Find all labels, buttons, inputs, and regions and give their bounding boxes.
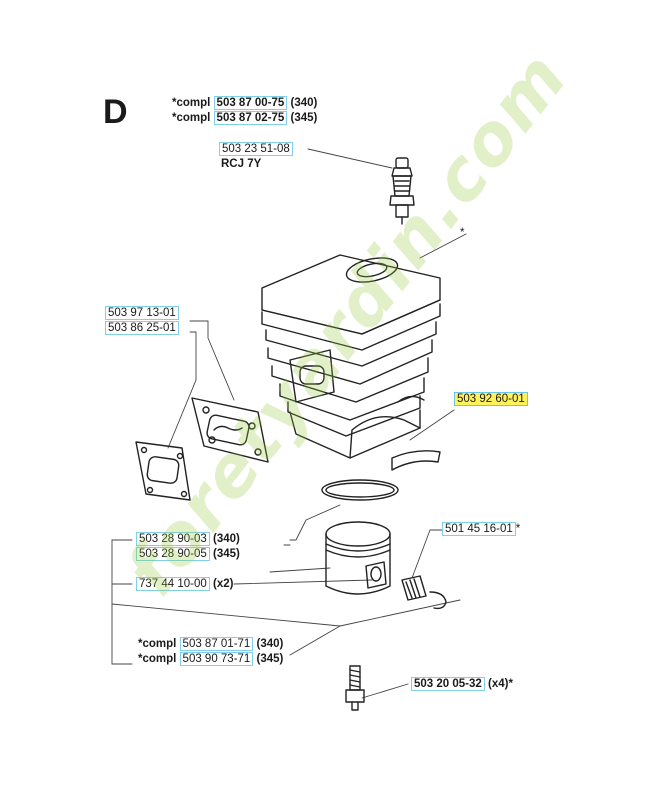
label-suffix: (345) bbox=[209, 548, 240, 560]
part-number-link[interactable]: 503 28 90-03 bbox=[136, 532, 210, 546]
piston-ring-drawing bbox=[321, 479, 399, 501]
label-suffix: (340) bbox=[287, 97, 318, 109]
piston-drawing bbox=[325, 521, 391, 595]
piston-ring-340-label: 503 28 90-03 (340) bbox=[136, 532, 240, 546]
cylinder-gasket-label: 503 92 60-01 bbox=[454, 392, 528, 406]
part-number-link[interactable]: 503 87 02-75 bbox=[213, 111, 288, 125]
cylinder-assembly-340-label: *compl 503 87 00-75 (340) bbox=[172, 96, 317, 110]
label-prefix: *compl bbox=[138, 653, 180, 665]
label-suffix: (345) bbox=[287, 112, 318, 124]
label-suffix: * bbox=[515, 523, 521, 535]
label-prefix: *compl bbox=[172, 112, 214, 124]
piston-assembly-340-label: *compl 503 87 01-71 (340) bbox=[138, 637, 283, 651]
circlip-label: 737 44 10-00 (x2) bbox=[136, 577, 233, 591]
part-number-link[interactable]: 503 86 25-01 bbox=[105, 321, 179, 335]
label-prefix: *compl bbox=[138, 638, 180, 650]
section-letter: D bbox=[103, 93, 128, 131]
part-number-link[interactable]: 503 87 01-71 bbox=[179, 637, 254, 651]
part-number-link[interactable]: 501 45 16-01 bbox=[442, 522, 516, 536]
part-number-link[interactable]: 503 23 51-08 bbox=[219, 142, 293, 156]
label-prefix: *compl bbox=[172, 97, 214, 109]
spark-plug-label: 503 23 51-08 bbox=[219, 142, 293, 156]
part-number-link[interactable]: 503 90 73-71 bbox=[179, 652, 254, 666]
piston-ring-345-label: 503 28 90-05 (345) bbox=[136, 547, 240, 561]
label-suffix: (x4)* bbox=[484, 678, 513, 690]
needle-bearing-label: 501 45 16-01* bbox=[442, 522, 520, 536]
part-number-link-highlighted[interactable]: 503 92 60-01 bbox=[454, 392, 528, 406]
label-suffix: (340) bbox=[209, 533, 240, 545]
bearing-drawing bbox=[401, 575, 447, 610]
part-number-link[interactable]: 503 20 05-32 bbox=[411, 677, 485, 691]
cylinder-screw-label: 503 20 05-32 (x4)* bbox=[411, 677, 513, 691]
part-number-link[interactable]: 737 44 10-00 bbox=[136, 577, 210, 591]
label-suffix: (x2) bbox=[209, 578, 234, 590]
leader-lines bbox=[111, 148, 467, 699]
cylinder-drawing bbox=[261, 254, 441, 459]
cylinder-assembly-345-label: *compl 503 87 02-75 (345) bbox=[172, 111, 317, 125]
label-suffix: (340) bbox=[253, 638, 284, 650]
part-number-link[interactable]: 503 97 13-01 bbox=[105, 306, 179, 320]
spark-plug-drawing bbox=[389, 157, 415, 225]
label-suffix: (345) bbox=[253, 653, 284, 665]
spark-plug-type: RCJ 7Y bbox=[221, 158, 262, 170]
cylinder-gasket-drawing bbox=[391, 450, 441, 471]
part-number-link[interactable]: 503 28 90-05 bbox=[136, 547, 210, 561]
piston-assembly-345-label: *compl 503 90 73-71 (345) bbox=[138, 652, 283, 666]
cylinder-star-marker: * bbox=[460, 227, 465, 239]
intake-gasket-b-label: 503 86 25-01 bbox=[105, 321, 179, 335]
intake-gasket-drawing bbox=[135, 397, 269, 501]
intake-gasket-a-label: 503 97 13-01 bbox=[105, 306, 179, 320]
part-number-link[interactable]: 503 87 00-75 bbox=[213, 96, 288, 110]
cylinder-screw-drawing bbox=[345, 665, 365, 711]
